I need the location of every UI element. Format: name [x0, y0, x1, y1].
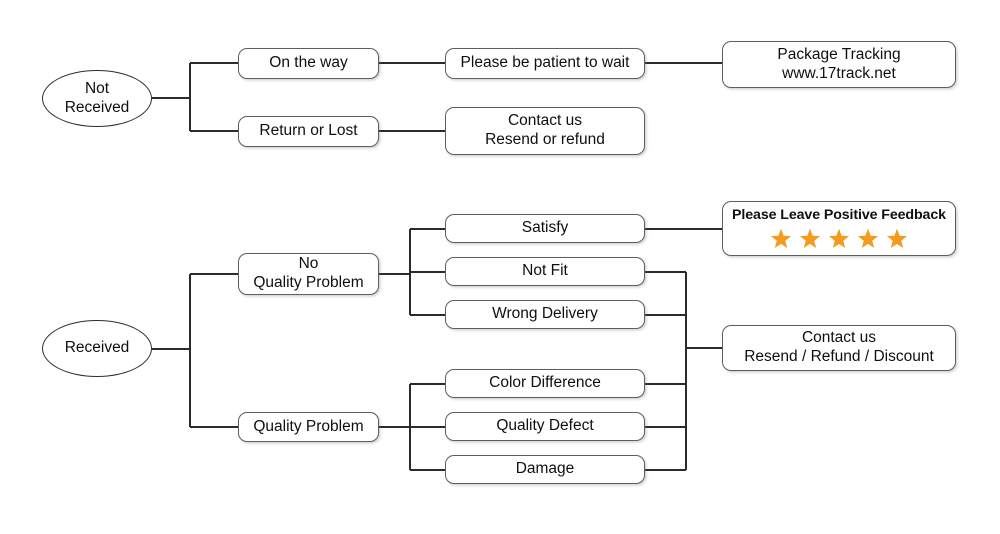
node-not-received-line1: Not	[84, 79, 110, 97]
node-please-be-patient-label: Please be patient to wait	[460, 54, 630, 72]
node-not-fit[interactable]: Not Fit	[445, 257, 645, 286]
node-not-received[interactable]: Not Received	[42, 70, 152, 127]
node-quality-defect-label: Quality Defect	[496, 417, 594, 435]
node-positive-feedback[interactable]: Please Leave Positive Feedback	[722, 201, 956, 256]
node-received[interactable]: Received	[42, 320, 152, 377]
node-on-the-way-label: On the way	[269, 54, 348, 72]
node-return-or-lost[interactable]: Return or Lost	[238, 116, 379, 147]
node-contact-us-discount-line1: Contact us	[801, 329, 877, 347]
node-damage[interactable]: Damage	[445, 455, 645, 484]
star-rating[interactable]	[770, 228, 908, 250]
node-no-quality-problem[interactable]: No Quality Problem	[238, 253, 379, 295]
node-contact-us-resend-refund[interactable]: Contact us Resend or refund	[445, 107, 645, 155]
star-icon[interactable]	[857, 228, 879, 250]
star-icon[interactable]	[886, 228, 908, 250]
node-contact-us-resend-refund-line1: Contact us	[507, 112, 583, 130]
star-icon[interactable]	[799, 228, 821, 250]
node-satisfy-label: Satisfy	[521, 219, 569, 237]
node-satisfy[interactable]: Satisfy	[445, 214, 645, 243]
node-positive-feedback-title: Please Leave Positive Feedback	[732, 207, 946, 224]
node-not-received-line2: Received	[64, 98, 130, 116]
node-received-line1: Received	[64, 339, 130, 357]
node-color-difference-label: Color Difference	[489, 374, 601, 392]
node-wrong-delivery-label: Wrong Delivery	[492, 305, 598, 323]
node-quality-problem[interactable]: Quality Problem	[238, 412, 379, 442]
node-contact-us-discount-line2: Resend / Refund / Discount	[744, 348, 934, 365]
node-package-tracking-title: Package Tracking	[777, 45, 901, 63]
node-quality-problem-line1: Quality Problem	[253, 417, 364, 435]
node-no-quality-problem-line1: No	[298, 255, 319, 273]
node-on-the-way[interactable]: On the way	[238, 48, 379, 79]
star-icon[interactable]	[828, 228, 850, 250]
node-no-quality-problem-line2: Quality Problem	[253, 274, 364, 291]
node-wrong-delivery[interactable]: Wrong Delivery	[445, 300, 645, 329]
node-damage-label: Damage	[515, 460, 575, 478]
node-return-or-lost-label: Return or Lost	[259, 122, 358, 140]
node-not-fit-label: Not Fit	[522, 262, 568, 280]
node-contact-us-resend-refund-line2: Resend or refund	[485, 131, 605, 148]
node-package-tracking-url[interactable]: www.17track.net	[782, 64, 896, 82]
star-icon[interactable]	[770, 228, 792, 250]
node-color-difference[interactable]: Color Difference	[445, 369, 645, 398]
node-quality-defect[interactable]: Quality Defect	[445, 412, 645, 441]
node-please-be-patient[interactable]: Please be patient to wait	[445, 48, 645, 79]
node-contact-us-resend-refund-discount[interactable]: Contact us Resend / Refund / Discount	[722, 325, 956, 371]
node-package-tracking[interactable]: Package Tracking www.17track.net	[722, 41, 956, 88]
